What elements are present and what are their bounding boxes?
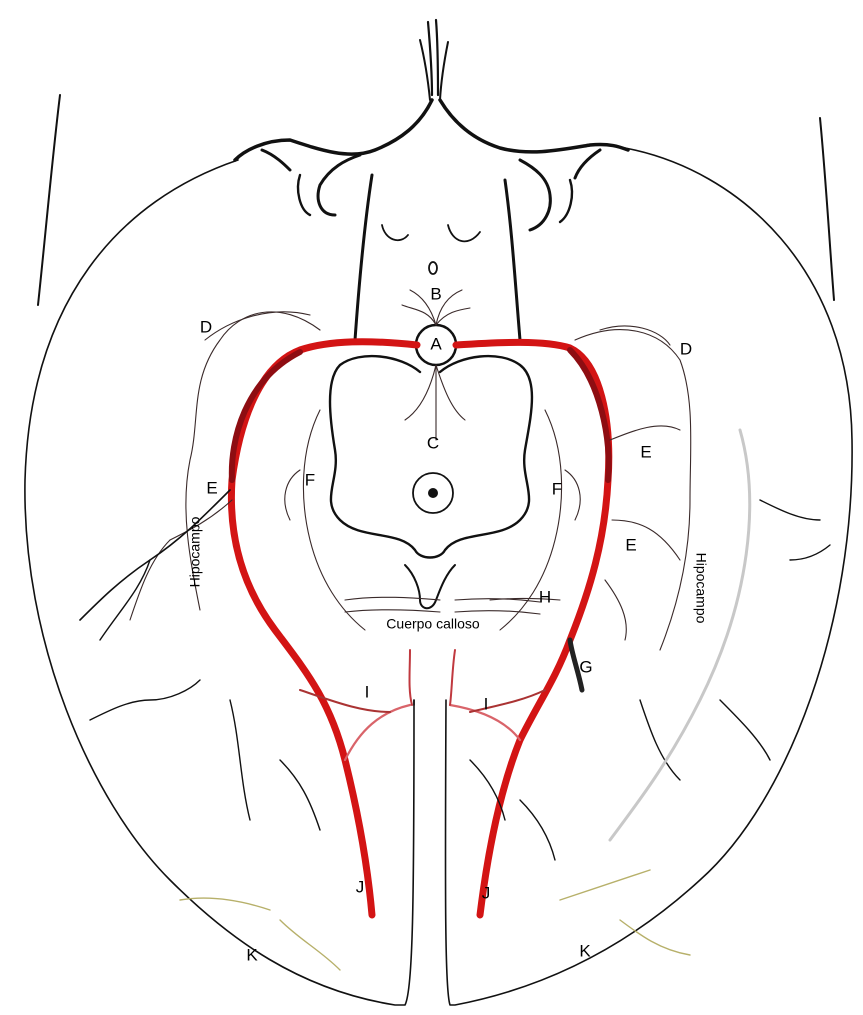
label-hippocampus-right: Hipocampo <box>693 553 709 624</box>
label-G: G <box>579 657 592 676</box>
label-J-right: J <box>482 883 491 902</box>
label-C: C <box>427 433 439 452</box>
labels: A B C D D E E E F F G H I I J J K K Hipo… <box>187 284 710 964</box>
brainstem <box>355 175 520 340</box>
label-K-right: K <box>579 941 591 960</box>
thalamus-outline <box>330 356 532 608</box>
label-hippocampus-left: Hipocampo <box>187 516 203 587</box>
label-A: A <box>430 334 442 353</box>
label-F-left: F <box>305 470 315 489</box>
label-E-right-lower: E <box>625 535 636 554</box>
label-B: B <box>430 284 441 303</box>
label-I-right: I <box>484 694 489 713</box>
label-E-right-upper: E <box>640 442 651 461</box>
label-corpus-callosum: Cuerpo calloso <box>386 616 480 632</box>
label-J-left: J <box>356 877 365 896</box>
label-H: H <box>539 587 551 606</box>
label-D-right: D <box>680 339 692 358</box>
label-K-left: K <box>246 945 258 964</box>
label-E-left: E <box>206 478 217 497</box>
label-D-left: D <box>200 317 212 336</box>
olfactory-tract <box>235 20 628 230</box>
label-F-right: F <box>552 479 562 498</box>
label-I-left: I <box>365 682 370 701</box>
pale-contour <box>610 430 750 840</box>
hemisphere-outline <box>25 95 852 1005</box>
